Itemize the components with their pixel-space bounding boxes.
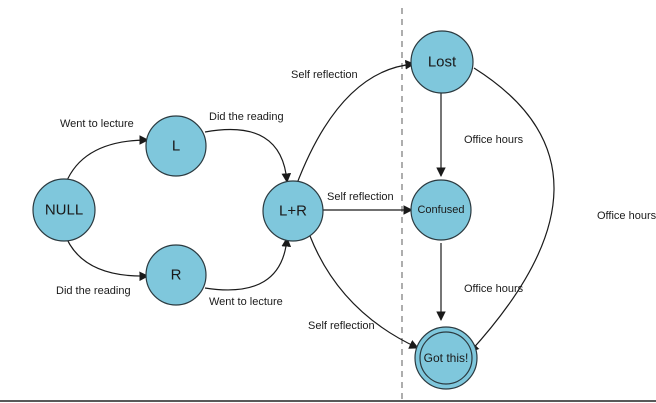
node-lost-circle [410, 30, 474, 94]
label-r-to-lr: Went to lecture [209, 296, 283, 308]
node-got-this: Got this! [414, 326, 478, 390]
edge-lr-to-lost [295, 59, 415, 187]
node-r-label: R [171, 267, 182, 284]
node-lost-label: Lost [428, 54, 457, 71]
node-null-label: NULL [45, 202, 83, 219]
label-lr-to-got: Self reflection [308, 320, 375, 332]
edge-l-to-lr [204, 128, 292, 183]
edge-r-to-lr [204, 237, 292, 291]
node-l-label: L [172, 138, 180, 155]
label-lr-to-confused: Self reflection [327, 191, 394, 203]
node-lr-label: L+R [279, 203, 307, 220]
node-l: L [145, 115, 207, 177]
node-null: NULL [32, 178, 96, 242]
label-lost-to-got: Office hours [597, 210, 656, 222]
node-lr-circle [262, 180, 324, 242]
node-r: R [145, 244, 207, 306]
node-confused-label: Confused [417, 204, 464, 216]
edge-null-to-l [63, 135, 149, 189]
label-lost-to-confused: Office hours [464, 134, 524, 146]
node-got-this-label: Got this! [424, 351, 469, 365]
node-r-circle [145, 244, 207, 306]
label-confused-to-got: Office hours [464, 283, 524, 295]
node-null-circle [32, 178, 96, 242]
node-lr: L+R [262, 180, 324, 242]
label-null-to-l: Went to lecture [60, 118, 134, 130]
label-l-to-lr: Did the reading [209, 111, 284, 123]
edge-lost-to-got [469, 67, 555, 353]
node-l-circle [145, 115, 207, 177]
node-got-this-inner-circle [419, 331, 473, 385]
label-null-to-r: Did the reading [56, 285, 131, 297]
edge-lr-to-got [309, 235, 419, 349]
node-confused: Confused [410, 179, 472, 241]
label-lr-to-lost: Self reflection [291, 69, 358, 81]
node-lost: Lost [410, 30, 474, 94]
node-confused-circle [410, 179, 472, 241]
